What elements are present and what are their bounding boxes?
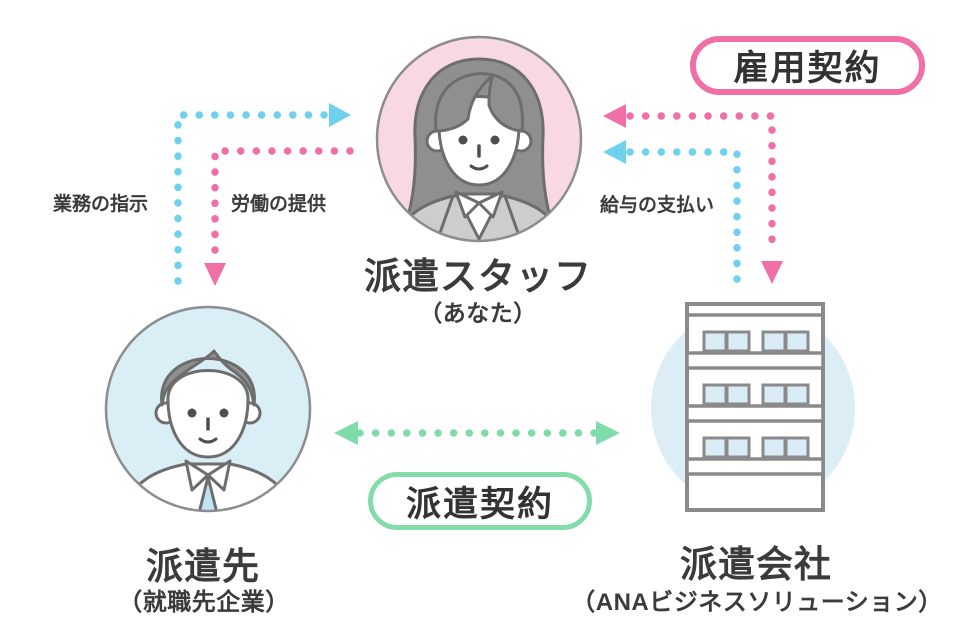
dispatch-arrow-icon xyxy=(334,421,620,445)
salary-arrow-icon xyxy=(603,140,741,290)
instruction-arrow-label: 業務の指示 xyxy=(53,194,149,215)
labor-arrow-icon xyxy=(204,147,354,286)
client-subtitle: （就職先企業） xyxy=(118,589,290,616)
staff-subtitle: （あなた） xyxy=(419,300,537,326)
employment-arrow-icon xyxy=(603,104,783,284)
labor-arrow-label: 労働の提供 xyxy=(231,194,327,215)
salary-arrow-label: 給与の支払い xyxy=(600,195,715,216)
staff-title: 派遣スタッフ xyxy=(364,256,592,297)
agency-subtitle: （ANAビジネスソリューション） xyxy=(571,589,943,616)
agency-title: 派遣会社 xyxy=(680,544,832,585)
employment-contract-label: 雇用契約 xyxy=(733,49,882,88)
employment-contract-badge: 雇用契約 xyxy=(690,36,925,95)
client-title: 派遣先 xyxy=(146,546,260,587)
agency-building-icon xyxy=(651,302,855,512)
staff-avatar-icon xyxy=(375,35,583,243)
client-avatar-icon xyxy=(104,305,312,513)
instruction-arrow-icon xyxy=(174,103,351,285)
dispatch-contract-badge: 派遣契約 xyxy=(368,472,592,530)
dispatch-contract-label: 派遣契約 xyxy=(405,484,554,524)
